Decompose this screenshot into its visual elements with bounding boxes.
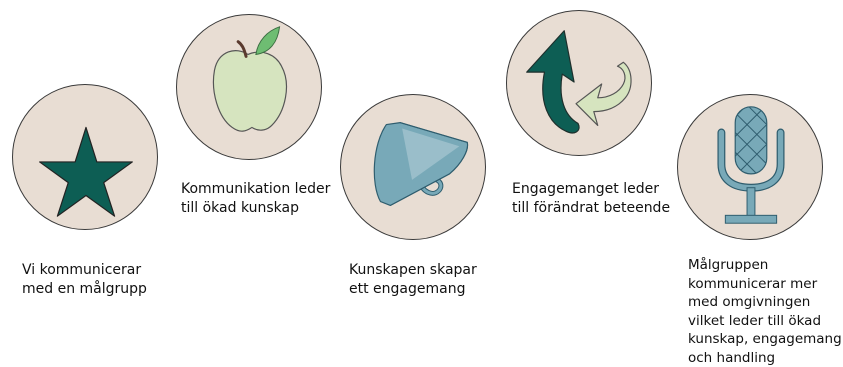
step-4-circle bbox=[506, 10, 652, 156]
step-3-caption: Kunskapen skapar ett engagemang bbox=[349, 262, 477, 297]
step-2-caption: Kommunikation leder till ökad kunskap bbox=[181, 181, 331, 216]
apple-icon bbox=[212, 26, 288, 132]
microphone-icon bbox=[717, 106, 785, 224]
step-5-caption: Målgruppen kommunicerar mer med omgivnin… bbox=[688, 257, 842, 366]
star-icon bbox=[39, 126, 133, 217]
step-4-caption: Engagemanget leder till förändrat beteen… bbox=[512, 181, 671, 216]
step-5-circle bbox=[677, 94, 823, 240]
step-2-circle bbox=[176, 14, 322, 160]
step-1-caption: Vi kommunicerar med en målgrupp bbox=[22, 262, 147, 297]
step-1-circle bbox=[12, 84, 158, 230]
recycle-arrows-icon bbox=[526, 30, 632, 134]
megaphone-icon bbox=[373, 122, 469, 207]
step-3-circle bbox=[340, 94, 486, 240]
